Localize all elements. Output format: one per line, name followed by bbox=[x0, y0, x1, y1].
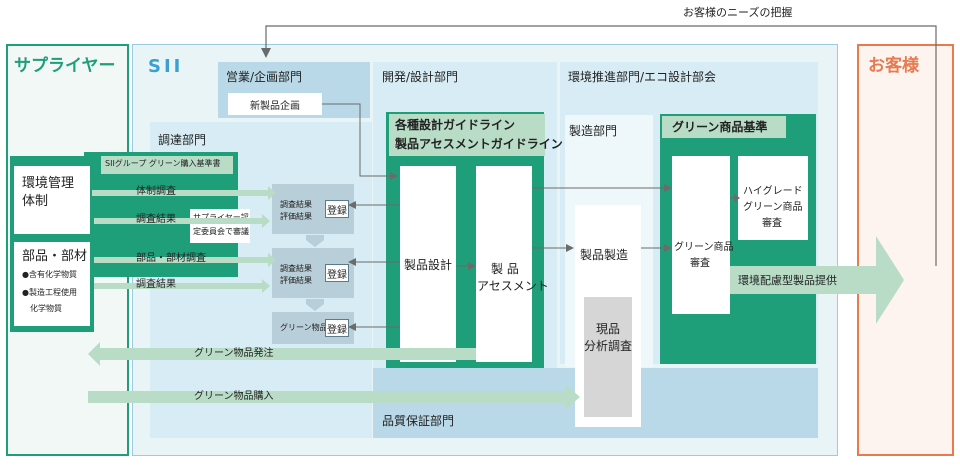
arrow-survey-result-2 bbox=[94, 279, 270, 293]
green-parts-label: グリーン物品 bbox=[280, 323, 328, 332]
green-purchase-standard: SIIグループ グリーン購入基準書 bbox=[105, 159, 221, 168]
procurement-dept-label: 調達部門 bbox=[158, 133, 207, 147]
survey-system-label: 体制調査 bbox=[136, 186, 176, 197]
green-purchase-standard-box bbox=[101, 156, 233, 174]
green-purchase-label: グリーン物品購入 bbox=[194, 391, 274, 402]
register-box-1: 登録 bbox=[325, 200, 349, 218]
env-mgmt-line1: 環境管理 bbox=[22, 176, 75, 191]
customer-title: お客様 bbox=[868, 56, 919, 76]
new-product-planning: 新製品企画 bbox=[228, 93, 322, 115]
arrow-green-purchase bbox=[88, 385, 580, 409]
customer-panel bbox=[857, 44, 954, 456]
parts-item1: ●含有化学物質 bbox=[22, 270, 77, 279]
supplier-title: サプライヤー bbox=[14, 56, 116, 76]
arrow-parts-survey bbox=[94, 253, 276, 267]
high-grade-line3: 審査 bbox=[762, 218, 782, 229]
qa-dept-label: 品質保証部門 bbox=[382, 414, 455, 428]
env-dept-label: 環境推進部門/エコ設計部会 bbox=[568, 70, 717, 84]
high-grade-line2: グリーン商品 bbox=[743, 202, 803, 213]
parts-box bbox=[14, 242, 90, 326]
arrow-survey-result-1 bbox=[94, 214, 270, 228]
register-box-3: 登録 bbox=[325, 319, 349, 337]
eval2-line2: 評価結果 bbox=[280, 276, 312, 285]
survey-result2-label: 調査結果 bbox=[136, 279, 176, 290]
sales-dept-label: 営業/企画部門 bbox=[226, 70, 303, 84]
high-grade-line1: ハイグレード bbox=[743, 186, 803, 197]
parts-survey-label: 部品・部材調査 bbox=[136, 253, 206, 264]
env-mgmt-line2: 体制 bbox=[22, 194, 49, 209]
committee-line2: 定委員会で審議 bbox=[193, 227, 249, 236]
design-guideline-box bbox=[389, 114, 545, 156]
committee-box bbox=[190, 209, 250, 243]
assessment-line2: アセスメント bbox=[477, 279, 549, 293]
register-box-2: 登録 bbox=[325, 264, 349, 282]
analysis-line1: 現品 bbox=[596, 322, 621, 336]
committee-line1: サプライヤー認 bbox=[193, 213, 249, 222]
green-review-line2: 審査 bbox=[690, 258, 710, 269]
sii-title: SII bbox=[148, 56, 184, 77]
mfg-dept-label: 製造部門 bbox=[569, 124, 618, 138]
env-mgmt-box bbox=[14, 166, 90, 234]
needs-label: お客様のニーズの把握 bbox=[683, 6, 793, 19]
arrow-eco-product bbox=[730, 236, 904, 324]
arrow-system-survey bbox=[92, 186, 276, 200]
green-order-label: グリーン物品発注 bbox=[194, 348, 274, 359]
guideline-line1: 各種設計ガイドライン bbox=[395, 118, 516, 132]
green-review-line1: グリーン商品 bbox=[674, 242, 734, 253]
eval1-line1: 調査結果 bbox=[280, 200, 312, 209]
parts-item2: ●製造工程使用 bbox=[22, 288, 77, 297]
high-grade-review-box bbox=[738, 156, 808, 240]
production-label: 製品製造 bbox=[580, 248, 629, 262]
parts-title: 部品・部材 bbox=[22, 249, 88, 264]
eco-product-label: 環境配慮型製品提供 bbox=[738, 274, 837, 287]
eval2-line1: 調査結果 bbox=[280, 264, 312, 273]
product-assessment-box bbox=[476, 166, 532, 362]
assessment-line1: 製 品 bbox=[491, 262, 519, 276]
analysis-box bbox=[584, 297, 632, 417]
green-standard-label: グリーン商品基準 bbox=[672, 120, 768, 134]
guideline-line2: 製品アセスメントガイドライン bbox=[395, 137, 563, 151]
dev-dept-label: 開発/設計部門 bbox=[382, 70, 459, 84]
eval1-line2: 評価結果 bbox=[280, 212, 312, 221]
parts-item3: 化学物質 bbox=[30, 304, 62, 313]
product-design-box: 製品設計 bbox=[400, 166, 456, 362]
arrow-green-order bbox=[88, 342, 476, 366]
analysis-line2: 分析調査 bbox=[584, 339, 633, 353]
survey-result1-label: 調査結果 bbox=[136, 214, 176, 225]
green-standard-box bbox=[662, 116, 786, 138]
green-review-box bbox=[672, 156, 730, 314]
